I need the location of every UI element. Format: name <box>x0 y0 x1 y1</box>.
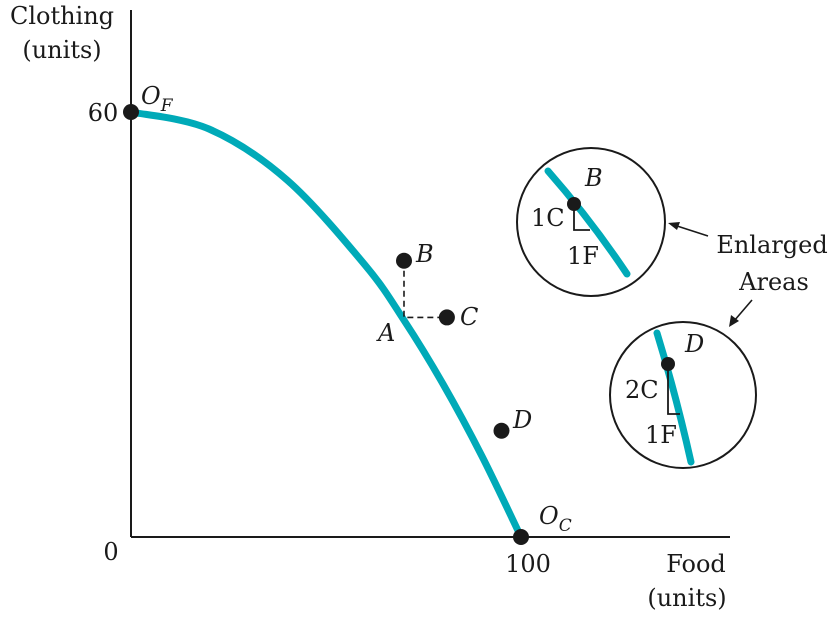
a-corner-dashed-lines <box>403 260 447 319</box>
annotation-arrow-to-inset-d <box>729 299 753 327</box>
inset-d-point-label: D <box>684 330 704 358</box>
y-tick-label-60: 60 <box>88 99 119 127</box>
y-axis-title-line2: (units) <box>22 36 101 64</box>
inset-d-triangle <box>667 364 680 415</box>
y-axis-title-line1: Clothing <box>10 2 114 30</box>
inset-b-point-label: B <box>584 164 603 192</box>
point-c <box>438 309 455 326</box>
point-label-b: B <box>415 240 434 268</box>
annotation-line1: Enlarged <box>716 231 827 259</box>
annotation-arrow-to-inset-b <box>668 222 709 237</box>
inset-b-rise-label: 1C <box>531 204 565 232</box>
point-label-c: C <box>460 303 478 331</box>
x-tick-label-0: 0 <box>103 538 118 566</box>
inset-d-point <box>661 357 675 371</box>
inset-b-point <box>567 197 581 211</box>
frontier-curve <box>127 108 525 541</box>
point-of <box>123 104 139 120</box>
point-label-d: D <box>512 406 532 434</box>
inset-d-rise-label: 2C <box>625 376 659 404</box>
point-b <box>396 252 412 269</box>
inset-d-run-label: 1F <box>645 421 677 449</box>
point-label-a: A <box>376 319 395 347</box>
inset-b-run-label: 1F <box>567 242 599 270</box>
inset-d: D 2C 1F <box>609 321 757 469</box>
annotation-line2: Areas <box>738 268 809 296</box>
point-label-oc: OC <box>539 502 572 536</box>
inset-b: B 1C 1F <box>516 147 666 297</box>
point-d <box>493 422 510 439</box>
x-axis-title-line2: (units) <box>647 584 726 612</box>
inset-b-triangle <box>573 204 590 231</box>
x-tick-label-100: 100 <box>505 550 551 578</box>
point-oc <box>513 529 529 545</box>
inset-b-curve <box>544 167 631 278</box>
inset-d-curve <box>653 329 695 466</box>
point-label-of: OF <box>141 82 174 116</box>
x-axis-title-line1: Food <box>666 550 726 578</box>
